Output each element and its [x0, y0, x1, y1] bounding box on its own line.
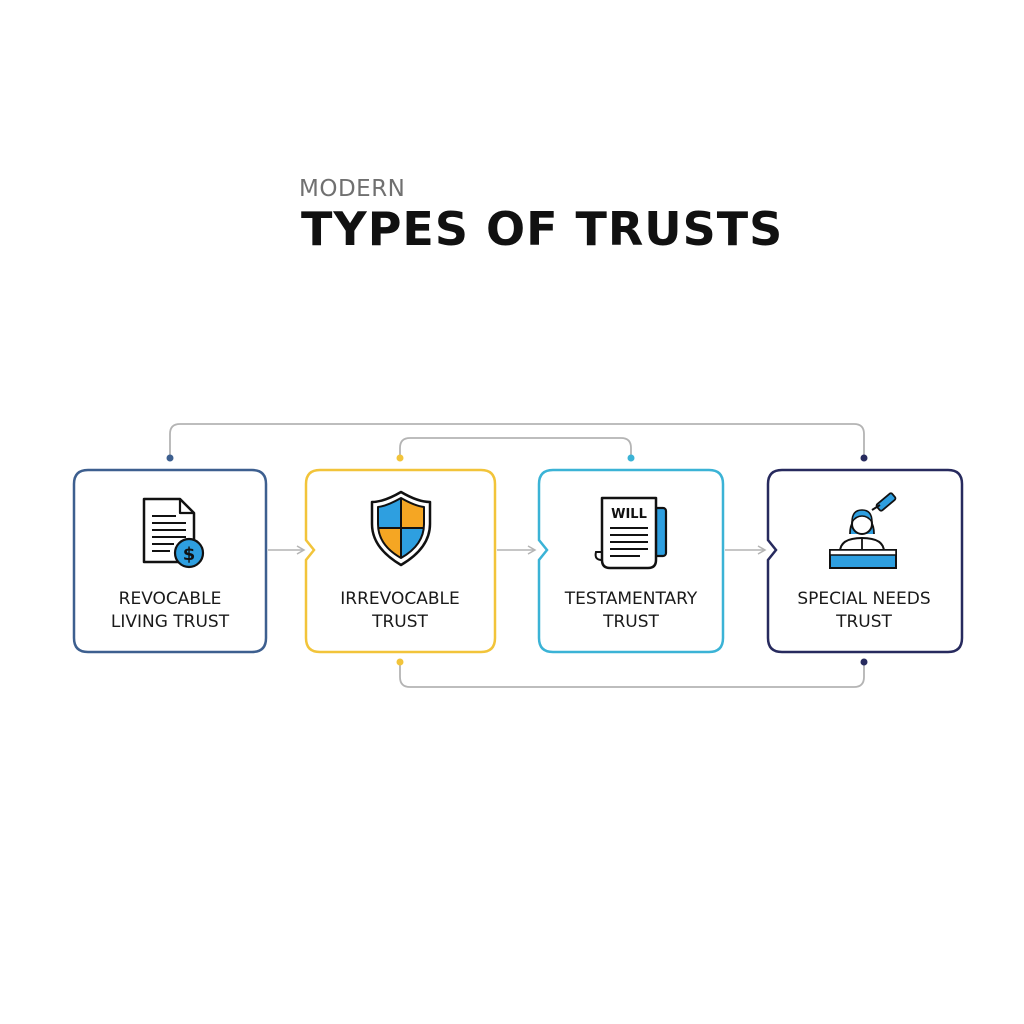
will-scroll-icon: WILL — [594, 496, 668, 570]
connector-dot — [860, 658, 868, 666]
card-label-line: REVOCABLE — [118, 589, 222, 609]
connector-dot — [396, 658, 404, 666]
card-label-line: SPECIAL NEEDS — [797, 589, 931, 609]
card-label-testamentary: TESTAMENTARY TRUST — [531, 588, 731, 634]
svg-text:$: $ — [183, 544, 196, 565]
connector-dot — [166, 454, 174, 462]
document-dollar-icon: $ — [142, 497, 205, 569]
shield-icon — [370, 490, 432, 567]
connector-dot — [860, 454, 868, 462]
card-label-line: IRREVOCABLE — [340, 589, 460, 609]
page-subtitle: MODERN — [299, 176, 406, 202]
card-label-special-needs: SPECIAL NEEDS TRUST — [764, 588, 964, 634]
connector-inner-top — [399, 437, 632, 458]
caretaker-person-icon — [829, 492, 897, 569]
will-icon-text: WILL — [611, 507, 647, 522]
connector-bottom — [399, 662, 865, 688]
card-label-line: LIVING TRUST — [110, 612, 230, 632]
page-title: TYPES OF TRUSTS — [301, 202, 784, 256]
connector-dot — [396, 454, 404, 462]
card-label-line: TRUST — [603, 612, 659, 632]
connector-outer-top — [169, 423, 865, 458]
connector-dot — [627, 454, 635, 462]
card-label-line: TESTAMENTARY — [564, 589, 698, 609]
card-label-irrevocable: IRREVOCABLE TRUST — [300, 588, 500, 634]
card-label-line: TRUST — [836, 612, 892, 632]
card-label-revocable: REVOCABLE LIVING TRUST — [70, 588, 270, 634]
card-label-line: TRUST — [372, 612, 428, 632]
